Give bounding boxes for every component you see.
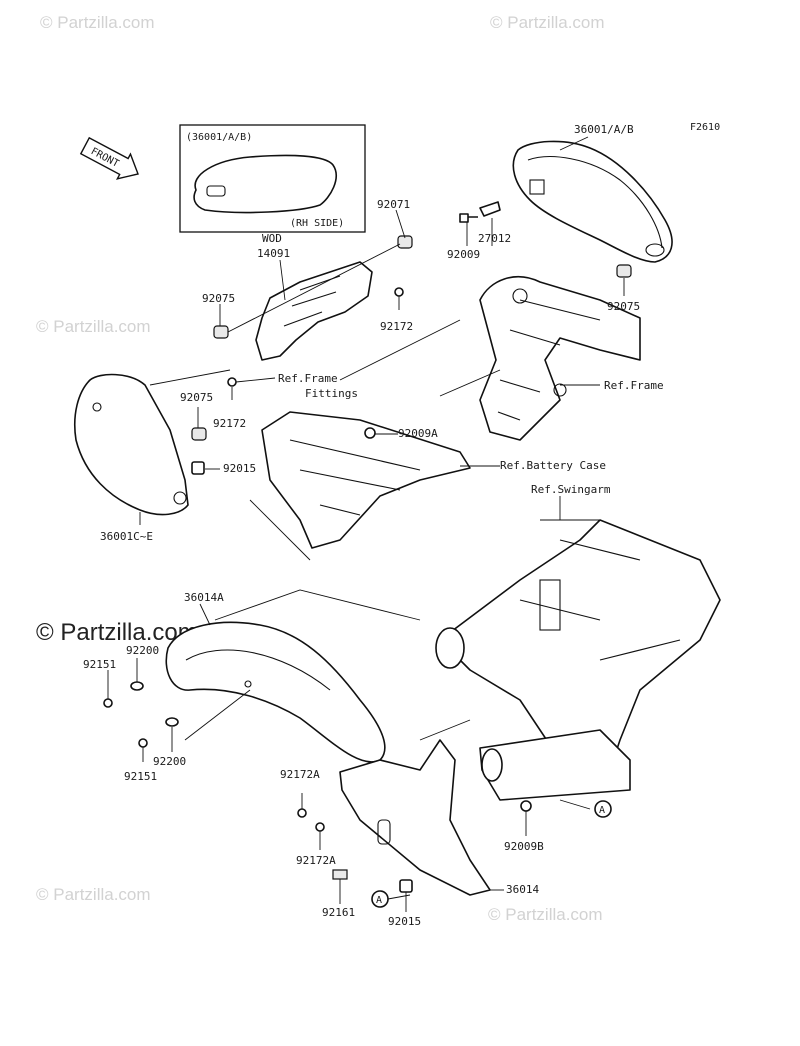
- reference-marker-a: A: [594, 800, 612, 818]
- label-92172A-b: 92172A: [296, 854, 336, 867]
- bolt-92172A-b: [315, 822, 325, 832]
- label-ref-battery-case: Ref.Battery Case: [500, 459, 606, 472]
- watermark-large: © Partzilla.com: [36, 619, 198, 646]
- label-92075-right: 92075: [607, 300, 640, 313]
- label-36001AB: 36001/A/B: [574, 123, 634, 136]
- label-36014A: 36014A: [184, 591, 224, 604]
- label-92071: 92071: [377, 198, 410, 211]
- reference-marker-label: A: [376, 895, 382, 906]
- callout-labels: 36001/A/B 92071 92009 27012 92075 WOD 14…: [83, 123, 664, 928]
- bolt-92172-mid: [227, 377, 237, 387]
- label-wod: WOD: [262, 232, 282, 245]
- battery-case: [261, 411, 471, 549]
- label-92075-left: 92075: [202, 292, 235, 305]
- label-36014: 36014: [506, 883, 539, 896]
- swingarm: [435, 519, 721, 801]
- inset-side-label: (RH SIDE): [290, 218, 344, 229]
- grommet-92075-low: [191, 427, 207, 441]
- label-27012: 27012: [478, 232, 511, 245]
- label-92015: 92015: [223, 462, 256, 475]
- label-ref-frame-fittings-2: Fittings: [305, 387, 358, 400]
- chain-guard-36014A: [165, 621, 386, 763]
- label-ref-swingarm: Ref.Swingarm: [531, 483, 611, 496]
- label-92151-b: 92151: [124, 770, 157, 783]
- label-92172-top: 92172: [380, 320, 413, 333]
- leader-lines: [107, 136, 625, 912]
- side-cover-rh-icon: [193, 154, 337, 214]
- pad-92161: [332, 869, 348, 880]
- lower-cover-36014: [339, 739, 491, 896]
- label-92151-a: 92151: [83, 658, 116, 671]
- frame-section: [479, 276, 641, 441]
- grommet-92075-right: [616, 264, 632, 278]
- inset-box: (36001/A/B) (RH SIDE): [179, 124, 366, 233]
- label-36001C-E: 36001C~E: [100, 530, 153, 543]
- bolt-92172A-a: [297, 808, 307, 818]
- label-ref-frame: Ref.Frame: [604, 379, 664, 392]
- label-14091: 14091: [257, 247, 290, 260]
- bolt-92172-top: [394, 287, 404, 297]
- inset-title: (36001/A/B): [186, 132, 252, 143]
- label-92009A: 92009A: [398, 427, 438, 440]
- bracket-27012: [479, 201, 501, 217]
- label-92009: 92009: [447, 248, 480, 261]
- bracket-14091: [255, 261, 373, 361]
- reference-marker-a: A: [371, 890, 389, 908]
- reference-marker-label: A: [599, 805, 605, 816]
- label-92172-mid: 92172: [213, 417, 246, 430]
- watermark: © Partzilla.com: [488, 905, 603, 924]
- grommet-92075-left: [213, 325, 229, 339]
- label-92161: 92161: [322, 906, 355, 919]
- label-92200-a: 92200: [126, 644, 159, 657]
- label-ref-frame-fittings: Ref.Frame: [278, 372, 338, 385]
- bolt-92009B: [520, 800, 532, 812]
- collar-92015: [191, 461, 205, 475]
- right-side-cover: [512, 140, 673, 263]
- watermark: © Partzilla.com: [40, 13, 155, 32]
- watermark: © Partzilla.com: [36, 317, 151, 336]
- washer-92200-b: [165, 717, 179, 727]
- label-92075-low: 92075: [180, 391, 213, 404]
- collar-92015-b: [399, 879, 413, 893]
- label-92009B: 92009B: [504, 840, 544, 853]
- bolt-92151-a: [103, 698, 113, 708]
- label-92200-b: 92200: [153, 755, 186, 768]
- watermark: © Partzilla.com: [490, 13, 605, 32]
- washer-92200-a: [130, 681, 144, 691]
- bolt-92009A: [364, 427, 376, 439]
- grommet-92071: [397, 235, 413, 249]
- watermark: © Partzilla.com: [36, 885, 151, 904]
- label-92172A-a: 92172A: [280, 768, 320, 781]
- figure-code: F2610: [690, 122, 720, 133]
- bolt-92009: [459, 213, 478, 223]
- bolt-92151-b: [138, 738, 148, 748]
- left-side-cover: [73, 373, 189, 516]
- front-arrow-icon: FRONT: [79, 136, 139, 180]
- label-92015-b: 92015: [388, 915, 421, 928]
